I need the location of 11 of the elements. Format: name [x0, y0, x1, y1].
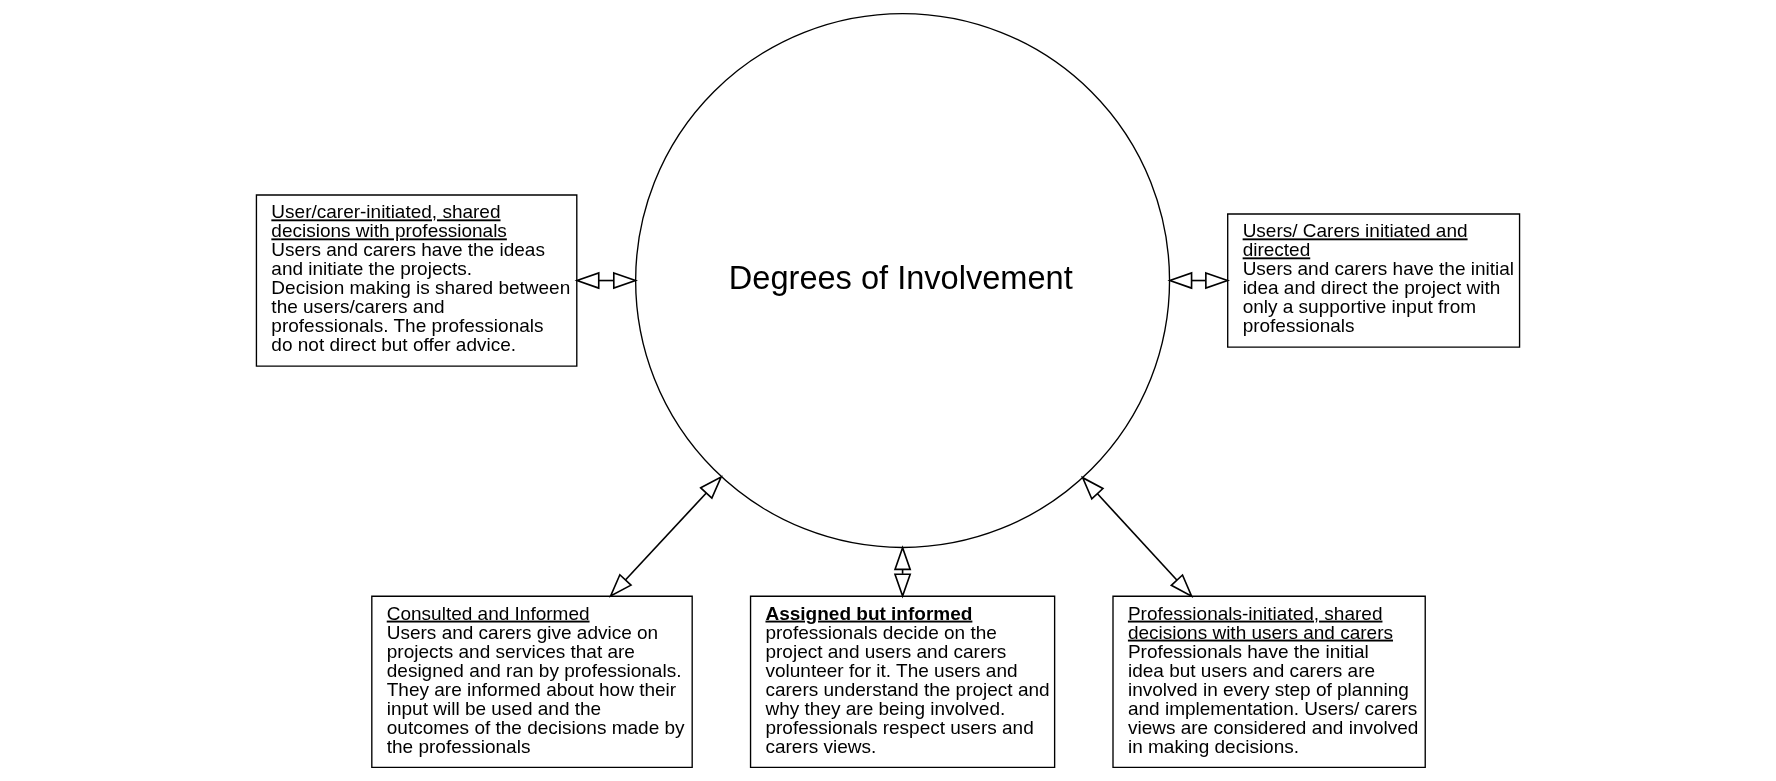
node-box: Consulted and Informed Users and carers give advice on projects and services that are designed and ran by professionals. They are informed about how their input will be used and the outcomes of the decisions made by the professionals	[371, 595, 693, 768]
node-box: Users/ Carers initiated and directed Users and carers have the initial idea and direct the project with only a supportive input from professionals	[1227, 213, 1521, 348]
node-box: User/carer-initiated, shared decisions with professionals Users and carers have the ideas and initiate the projects. Decision making is shared between the users/carers and professionals. The professionals do not direct but offer advice.	[255, 194, 578, 367]
arrow	[1080, 475, 1194, 598]
node-circle: Degrees of Involvement	[634, 12, 1171, 549]
arrow	[608, 475, 723, 598]
arrow	[893, 545, 912, 599]
arrow	[1167, 271, 1231, 290]
node-box: Assigned but informed professionals decide on the project and users and carers volunteer for it. The users and carers understand the project and why they are being involved. professionals respect users and carers views.	[749, 595, 1056, 768]
node-box: Professionals-initiated, shared decisions with users and carers Professionals have the initial idea but users and carers are involved in every step of planning and implementation. Users/ carers views are considered and involved in making decisions.	[1112, 595, 1426, 768]
arrow	[574, 271, 638, 290]
